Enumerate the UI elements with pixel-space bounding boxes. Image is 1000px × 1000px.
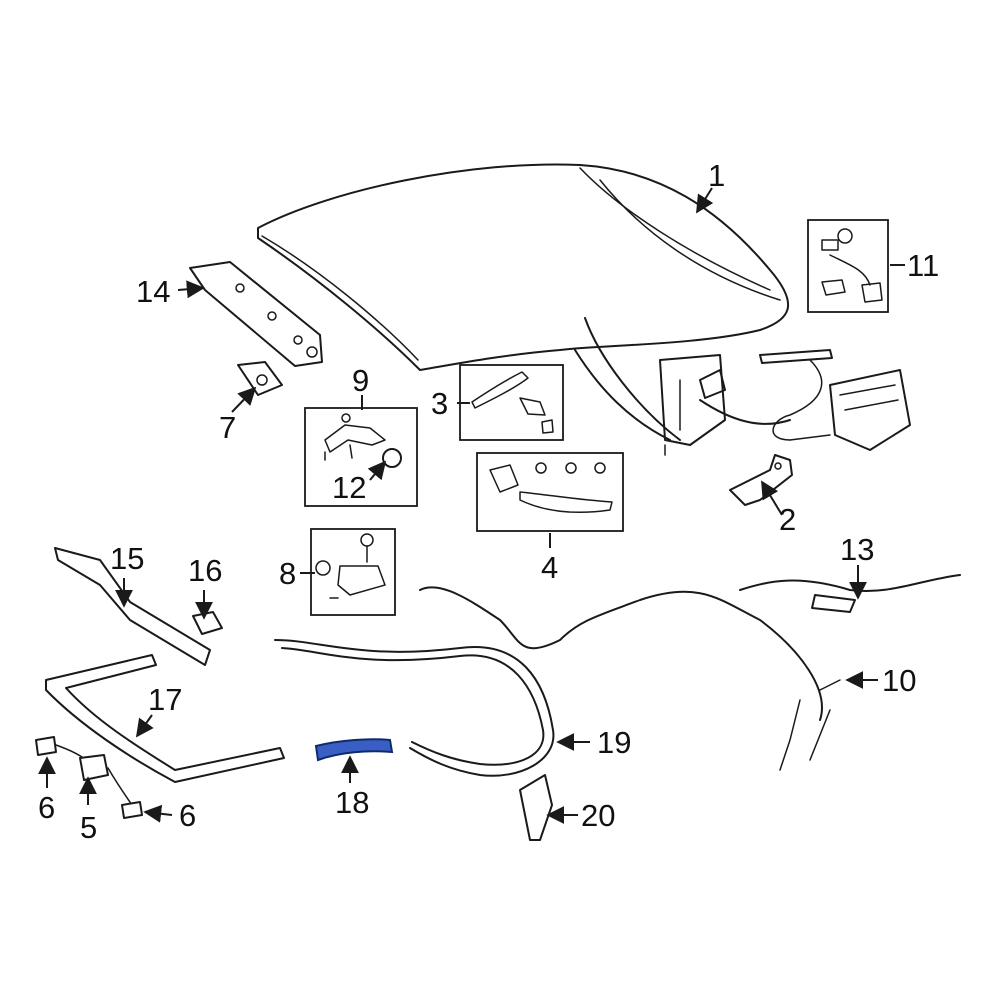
part-20-bracket	[519, 774, 553, 841]
part-5-6-harness	[35, 736, 143, 819]
callout-4: 4	[541, 550, 558, 585]
rear-frame-assembly	[574, 317, 911, 456]
callout-8: 8	[279, 556, 296, 591]
part-17-seal	[45, 654, 285, 783]
callout-labels: 1 2 3 4 5 6 6 7 8 9 10 11 12 13 14 15 16…	[38, 158, 939, 845]
callout-9: 9	[352, 363, 369, 398]
part-18-highlighted-seal	[314, 738, 394, 762]
part-8-box	[310, 528, 396, 616]
callout-1: 1	[708, 158, 725, 193]
callout-10: 10	[882, 663, 916, 698]
part-4-box	[476, 452, 624, 532]
callout-13: 13	[840, 532, 874, 567]
callout-16: 16	[188, 553, 222, 588]
callout-5: 5	[80, 810, 97, 845]
part-14-rail	[189, 261, 323, 367]
callout-14: 14	[136, 274, 170, 309]
part-13-cable	[739, 574, 961, 613]
part-12-grommet	[382, 448, 402, 468]
callout-15: 15	[110, 541, 144, 576]
part-11-box	[807, 219, 889, 313]
callout-19: 19	[597, 725, 631, 760]
callout-6-left: 6	[38, 790, 55, 825]
leaders	[38, 187, 905, 824]
part-10-cable-harness	[419, 586, 841, 771]
callout-11: 11	[907, 248, 939, 283]
part-3-box	[459, 364, 564, 441]
callout-2: 2	[779, 502, 796, 537]
part-2-bracket	[729, 454, 793, 506]
callout-18: 18	[335, 785, 369, 820]
part-7-clip	[237, 361, 283, 396]
callout-7: 7	[219, 410, 236, 445]
callout-12: 12	[332, 470, 366, 505]
part-1-roof-panel	[257, 163, 790, 371]
callout-6-right: 6	[179, 798, 196, 833]
part-16-block	[192, 611, 223, 635]
callout-3: 3	[431, 386, 448, 421]
callout-20: 20	[581, 798, 615, 833]
callout-17: 17	[148, 682, 182, 717]
part-19-weatherstrip	[274, 639, 555, 777]
